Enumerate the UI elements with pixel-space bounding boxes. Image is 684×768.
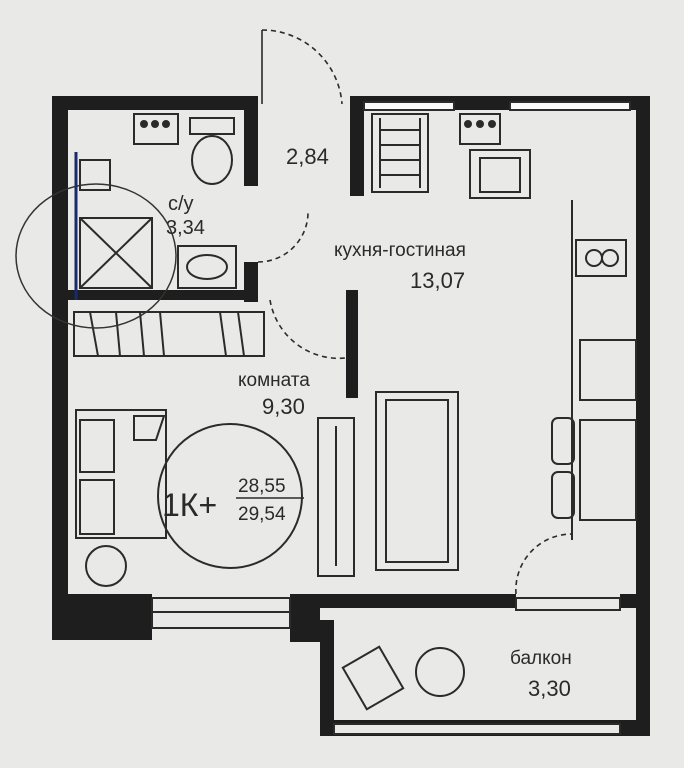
kitchen-area: 13,07 xyxy=(410,268,465,293)
kitchen-name: кухня-гостиная xyxy=(334,240,466,261)
balcony-name: балкон xyxy=(510,648,572,669)
balcony-area: 3,30 xyxy=(528,676,571,701)
badge-area-bottom: 29,54 xyxy=(238,504,286,525)
annotation-circle xyxy=(15,183,177,329)
bathroom-name: с/у xyxy=(168,193,194,215)
doors xyxy=(257,29,573,595)
room-area: 9,30 xyxy=(262,394,305,419)
bathroom-area: 3,34 xyxy=(166,217,205,239)
fixtures xyxy=(73,113,637,711)
badge-area-top: 28,55 xyxy=(238,476,286,497)
room-name: комната xyxy=(238,370,310,391)
hall-area: 2,84 xyxy=(286,144,329,169)
apartment-badge xyxy=(157,423,303,569)
badge-type: 1К+ xyxy=(162,487,217,523)
windows xyxy=(151,101,631,735)
